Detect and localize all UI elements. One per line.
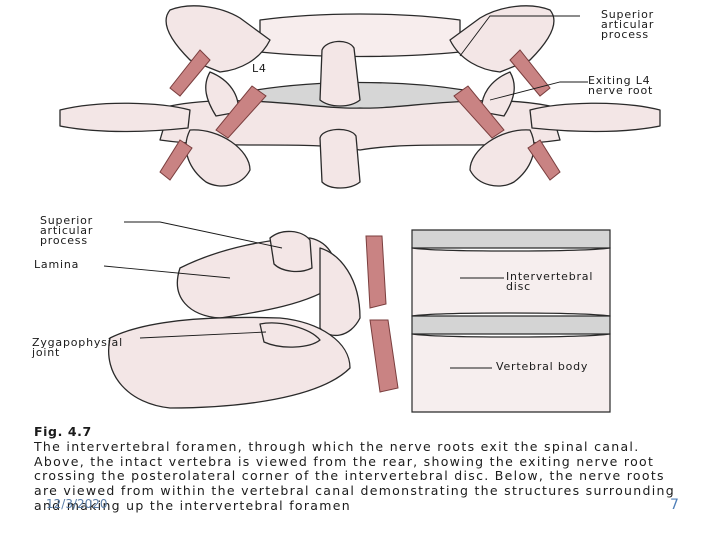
left-inferior-articular-process [185,129,251,187]
left-upper-articular-process [165,5,271,73]
right-lateral-column [481,71,515,117]
label-zygapophysial-joint: Zygapophysial joint [32,336,123,359]
left-lower-nerve-root [159,139,193,181]
figure-number: Fig. 4.7 [34,424,92,439]
upper-vertebra-body [259,13,461,58]
label-exiting-nerve-root: Exiting L4 nerve root [588,74,654,97]
slide-number: 7 [670,497,679,513]
posterior-view-figure: Superior articular process Exiting L4 ne… [20,0,700,196]
leader-superior-articular-process [459,15,580,57]
right-upper-nerve-root [509,49,551,97]
upper-lamina [176,237,338,319]
pars-bridge [319,247,361,337]
superior-articular-process-bottom [269,230,313,273]
right-upper-articular-process [449,5,555,73]
facet-joint-region [259,322,321,348]
caption-text: The intervertebral foramen, through whic… [34,438,675,513]
label-superior-articular-process-top: Superior articular process [601,8,655,41]
lower-vertebra-lamina [159,99,561,151]
posterior-view-drawing [59,5,661,189]
right-lower-nerve-root [527,139,561,181]
left-upper-nerve-root [169,49,211,97]
canal-view-drawing [103,221,611,413]
figure-caption: Fig. 4.7 The intervertebral foramen, thr… [34,424,684,514]
left-exiting-nerve-root [215,85,267,139]
lower-spinous-process [319,128,361,189]
leader-exiting-nerve-root [489,81,588,101]
upper-spinous-process [319,40,361,107]
label-intervertebral-disc: Intervertebral disc [506,270,594,293]
leader-zygapophysial-joint [139,331,267,339]
upper-vertebral-body [411,229,611,249]
canal-view-figure: Superior articular process Lamina Zygapo… [20,208,700,420]
right-transverse-process [529,102,661,133]
footer-date: 12/3/2020 [46,497,108,511]
label-superior-articular-process-bottom: Superior articular process [40,214,94,247]
leader-superior-articular-bottom [124,221,283,249]
label-vertebral-body: Vertebral body [496,360,589,373]
lower-lamina [108,316,351,409]
right-inferior-articular-process [469,129,535,187]
lower-vertebral-body [411,333,611,413]
leader-lamina [103,265,231,279]
label-lamina: Lamina [34,258,80,271]
left-lateral-column [205,71,239,117]
label-vertebra-level: L4 [252,62,267,75]
lower-nerve-root [369,319,399,393]
left-transverse-process [59,102,191,133]
lower-vertebral-body-band [411,315,611,335]
upper-nerve-root [365,235,387,309]
right-exiting-nerve-root [453,85,505,139]
